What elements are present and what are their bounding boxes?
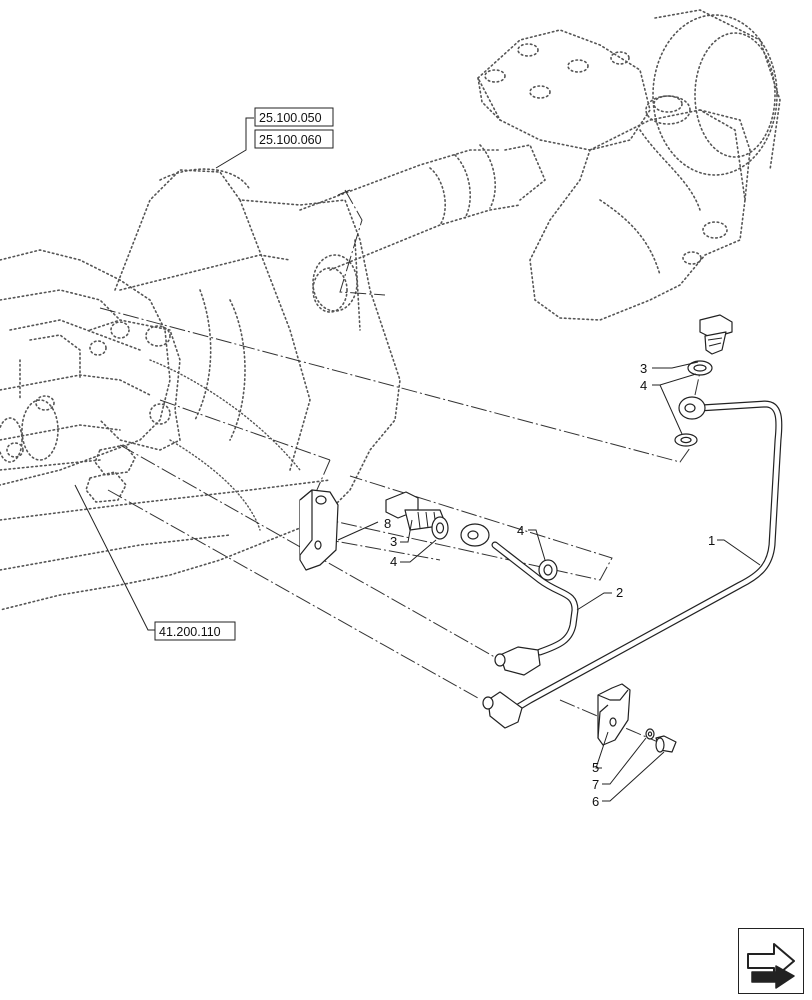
sealing-washer-right-upper bbox=[687, 360, 713, 376]
svg-text:25.100.060: 25.100.060 bbox=[259, 133, 322, 147]
svg-text:41.200.110: 41.200.110 bbox=[159, 625, 221, 639]
leader-lines bbox=[74, 117, 761, 802]
washer-7 bbox=[645, 728, 655, 740]
reference-label-25-100-060[interactable]: 25.100.060 bbox=[254, 129, 334, 149]
reference-label-41-200-110[interactable]: 41.200.110 bbox=[154, 621, 236, 641]
callout-3-right: 3 bbox=[640, 361, 647, 376]
bracket-8 bbox=[299, 489, 339, 571]
callout-8: 8 bbox=[384, 516, 391, 531]
banjo-bolt-right bbox=[699, 314, 733, 355]
callout-2: 2 bbox=[616, 585, 623, 600]
callout-6: 6 bbox=[592, 794, 599, 809]
pipe-2 bbox=[460, 523, 579, 676]
reference-label-25-100-050[interactable]: 25.100.050 bbox=[254, 107, 334, 127]
sealing-washer-center bbox=[538, 559, 558, 581]
callout-7: 7 bbox=[592, 777, 599, 792]
callout-3-middle: 3 bbox=[390, 534, 397, 549]
next-page-button[interactable] bbox=[738, 928, 804, 994]
sealing-washer-right-lower bbox=[674, 433, 698, 447]
next-page-arrow-icon bbox=[747, 943, 795, 989]
pipe-1 bbox=[482, 396, 783, 729]
callout-4-center: 4 bbox=[517, 523, 524, 538]
clip-5 bbox=[597, 683, 631, 746]
callout-5: 5 bbox=[592, 760, 599, 775]
svg-text:25.100.050: 25.100.050 bbox=[259, 111, 322, 125]
sealing-washer-middle bbox=[431, 516, 449, 540]
alignment-chain-lines bbox=[99, 189, 701, 749]
callout-4-right: 4 bbox=[640, 378, 647, 393]
callout-4-middle: 4 bbox=[390, 554, 397, 569]
axle-housing-ghost bbox=[0, 9, 781, 611]
callout-1: 1 bbox=[708, 533, 715, 548]
bolt-6 bbox=[655, 735, 677, 753]
